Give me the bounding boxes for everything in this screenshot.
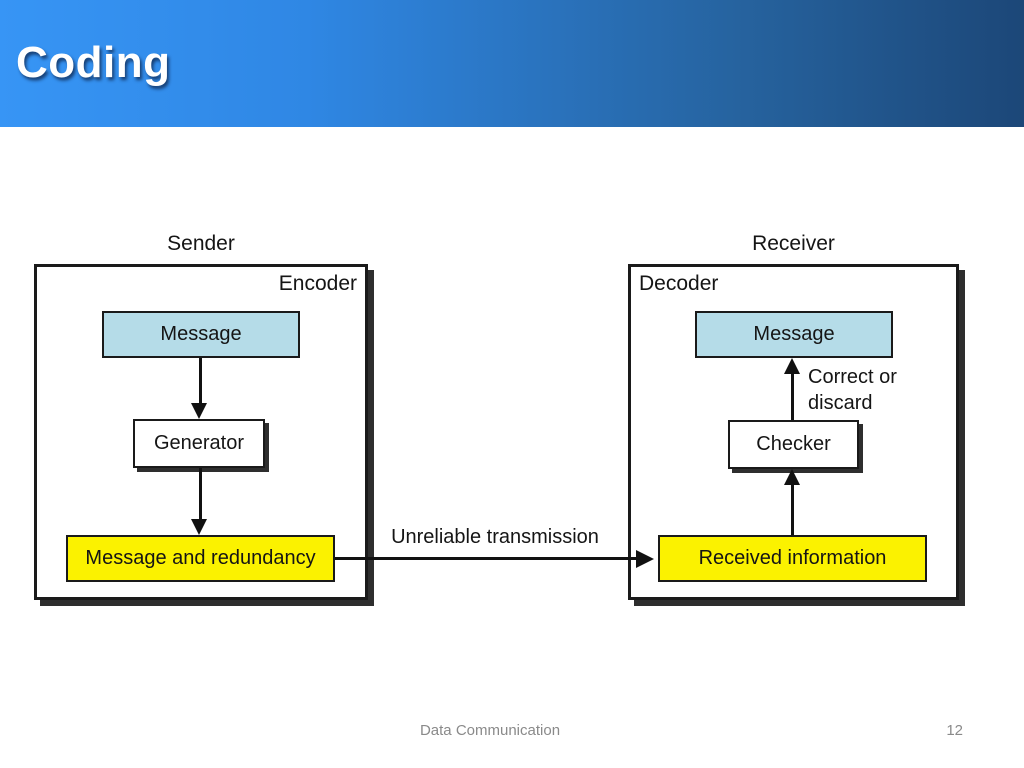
- arrow-generator-to-output-line: [199, 468, 202, 520]
- footer-text: Data Communication: [419, 722, 561, 739]
- sender-label: Sender: [167, 232, 235, 255]
- decoder-message-box: Message: [695, 311, 893, 358]
- arrow-checker-to-message-line: [791, 373, 794, 420]
- arrow-transmission-line: [335, 557, 637, 560]
- decision-label-line1: Correct or: [808, 366, 897, 388]
- arrow-transmission-head: [636, 550, 654, 568]
- receiver-label: Receiver: [752, 232, 835, 255]
- arrow-message-to-generator-line: [199, 358, 202, 404]
- slide-header: Coding: [0, 0, 1024, 127]
- page-number: 12: [946, 722, 963, 739]
- message-and-redundancy-box: Message and redundancy: [66, 535, 335, 582]
- encoder-label: Encoder: [278, 272, 357, 295]
- slide-title: Coding: [16, 38, 171, 87]
- checker-box: Checker: [728, 420, 859, 469]
- arrow-message-to-generator-head: [191, 403, 207, 419]
- decision-label: Correct or discard: [808, 364, 897, 416]
- decoder-label: Decoder: [639, 272, 719, 295]
- arrow-generator-to-output-head: [191, 519, 207, 535]
- channel-label: Unreliable transmission: [391, 526, 599, 548]
- generator-box: Generator: [133, 419, 265, 468]
- received-information-box: Received information: [658, 535, 927, 582]
- decision-label-line2: discard: [808, 392, 873, 414]
- arrow-checker-to-message-head: [784, 358, 800, 374]
- arrow-input-to-checker-head: [784, 469, 800, 485]
- arrow-input-to-checker-line: [791, 484, 794, 535]
- encoder-message-box: Message: [102, 311, 300, 358]
